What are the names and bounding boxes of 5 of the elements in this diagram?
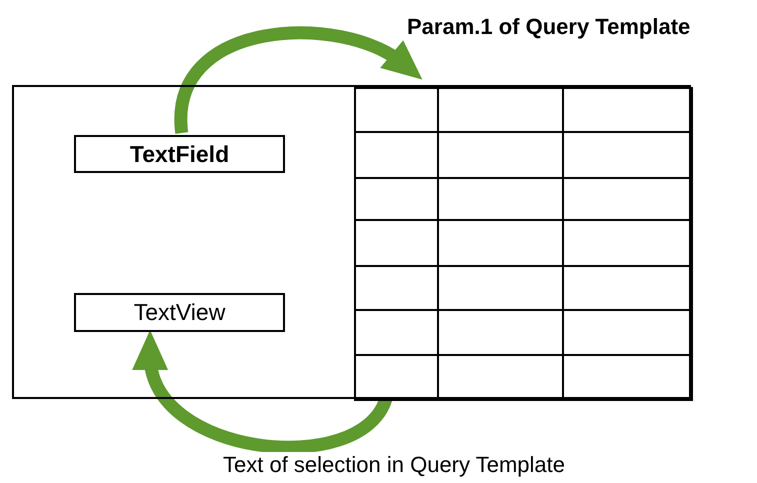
window-panel	[12, 85, 691, 399]
text-view: TextView	[74, 293, 285, 332]
curved-arrow	[175, 26, 424, 134]
text-field: TextField	[74, 135, 285, 173]
curved-arrow	[134, 330, 392, 454]
